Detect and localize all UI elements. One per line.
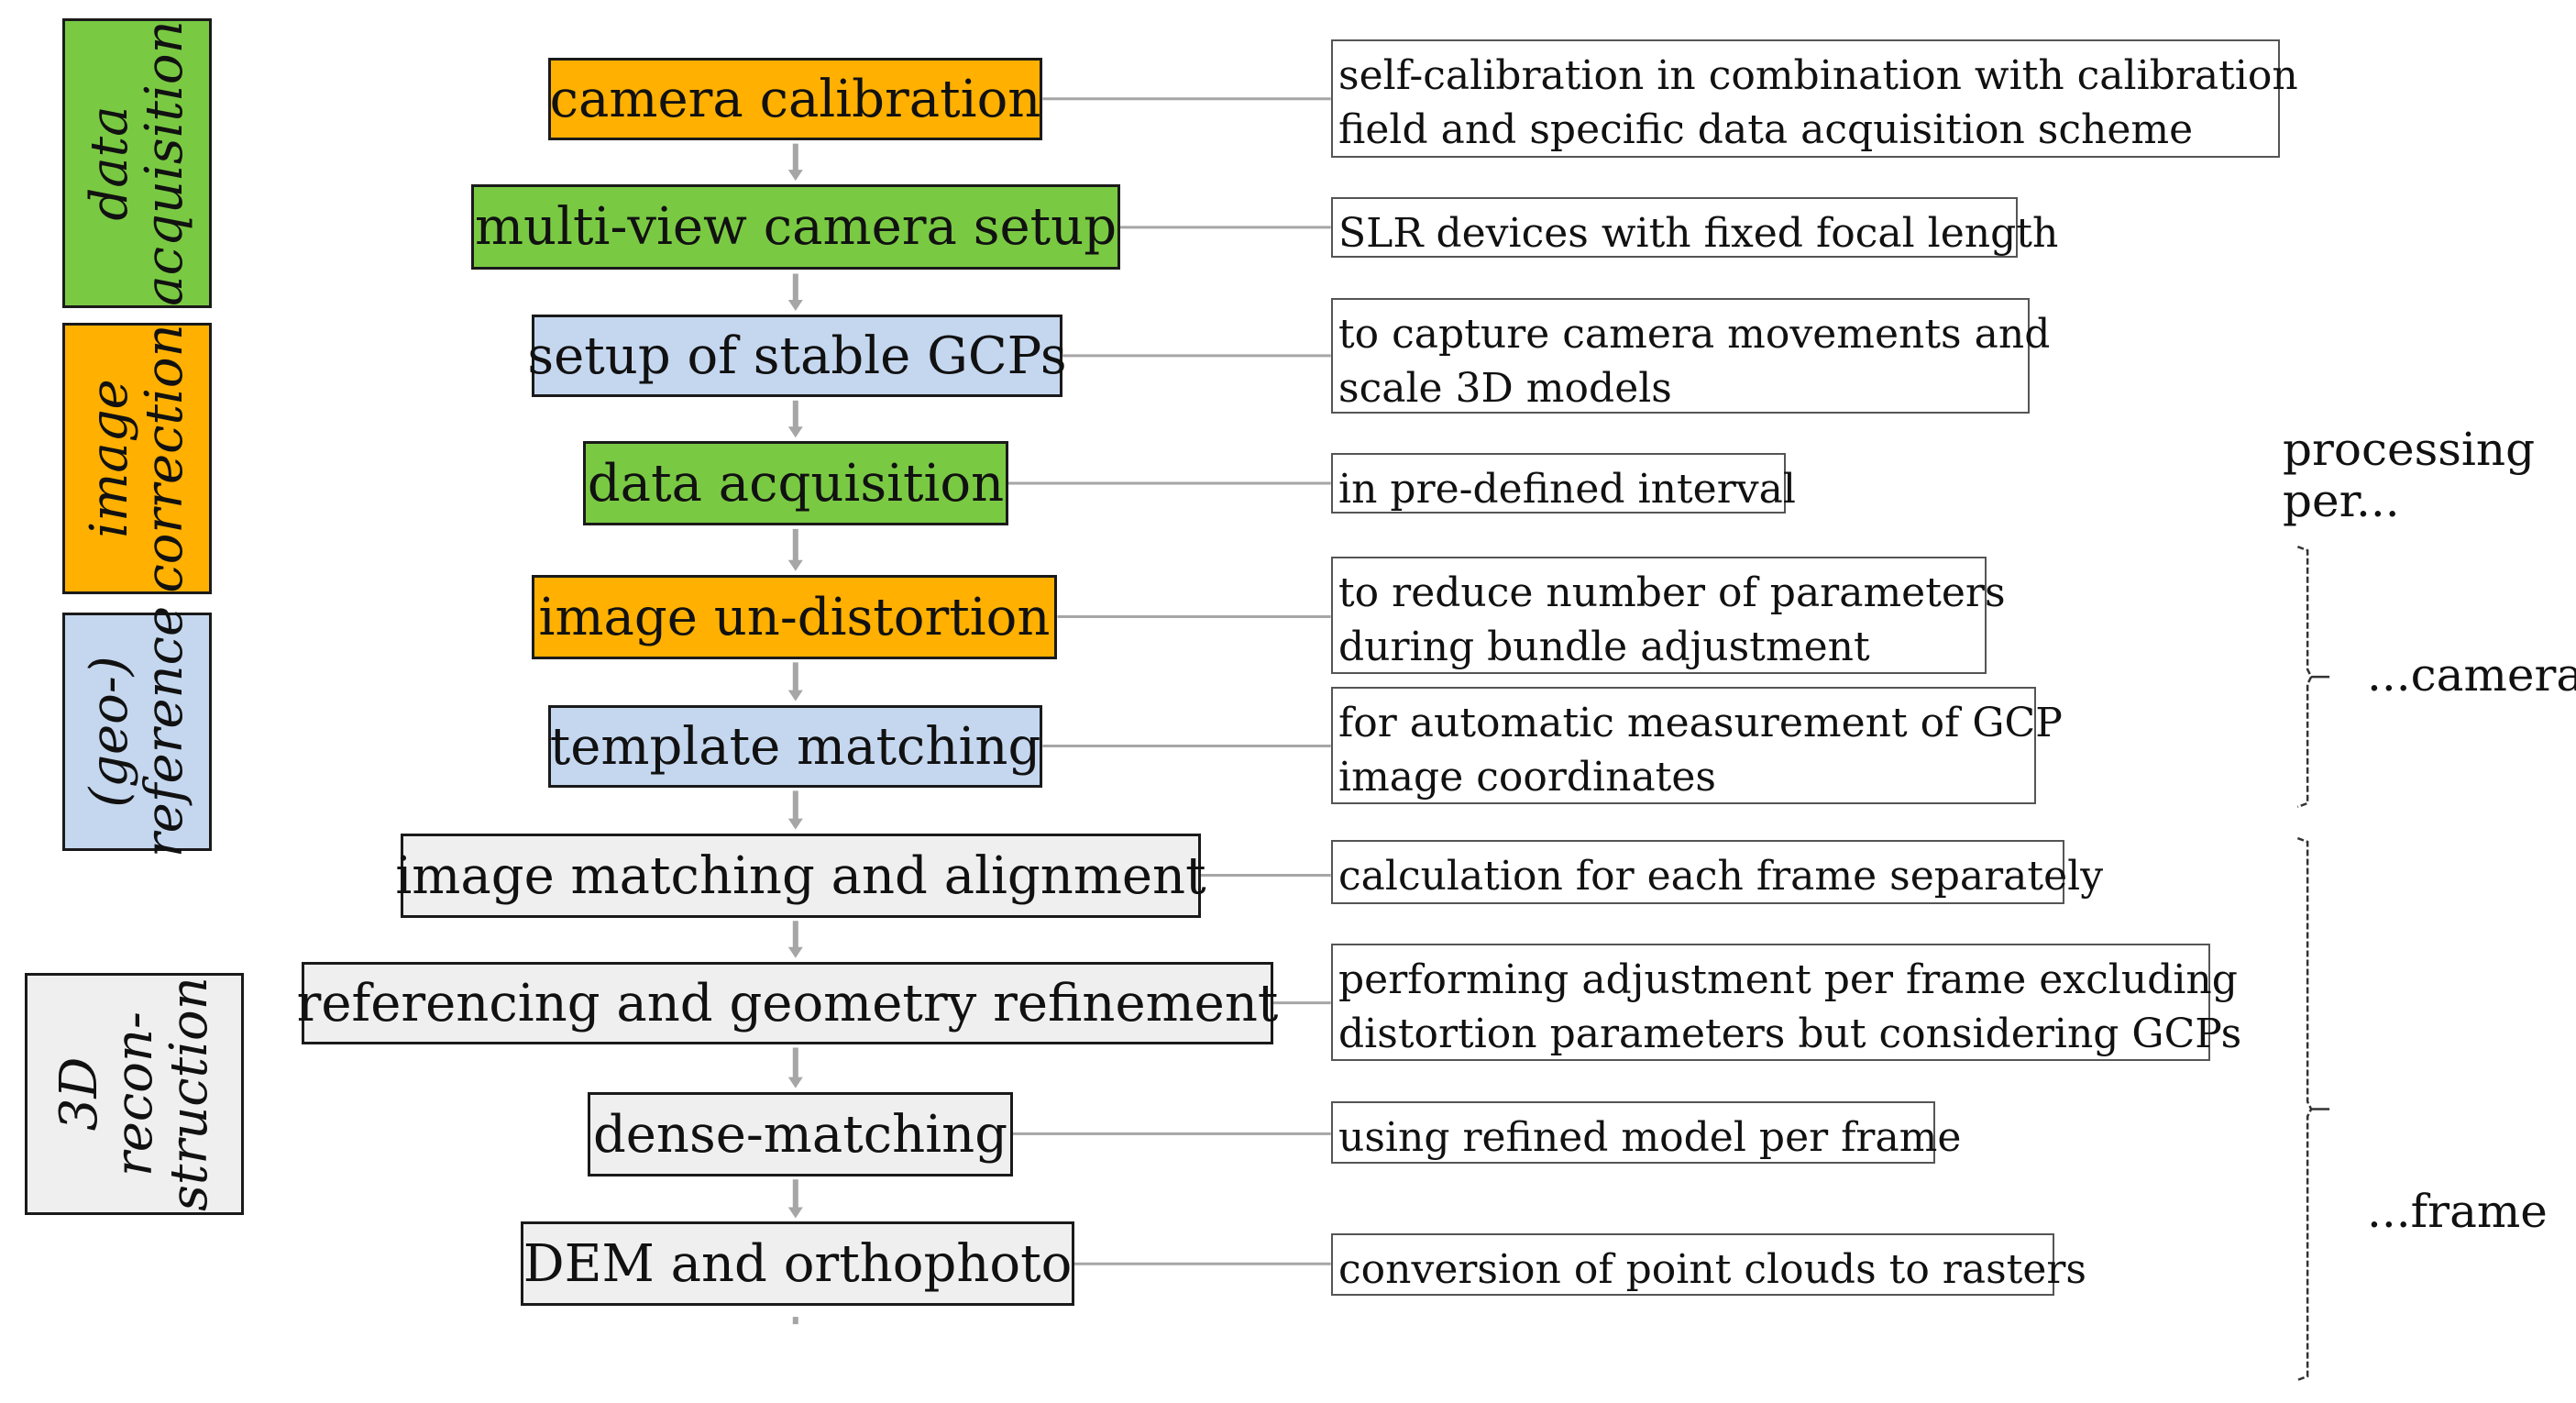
processing-frame-label: ...frame (2367, 1185, 2548, 1238)
note-referencing-and-geometry-refinement: performing adjustment per frame excludin… (1331, 944, 2242, 1061)
note-line: performing adjustment per frame excludin… (1338, 956, 2238, 1003)
phase-data-acquisition-text: data acquisition (79, 20, 194, 306)
down-arrow-head (787, 559, 803, 571)
phase-line: correction (134, 324, 194, 593)
step-data-acquisition: data acquisition (583, 441, 1008, 525)
step-image-un-distortion: image un-distortion (532, 575, 1057, 659)
down-arrow-head (787, 818, 803, 830)
phase-line: (geo-) (79, 656, 139, 808)
down-arrow-head (787, 299, 803, 311)
note-dense-matching: using refined model per frame (1331, 1101, 1962, 1164)
phase-3d-reconstruction: 3D recon- struction (25, 973, 244, 1215)
phase-line: acquisition (134, 20, 194, 306)
note-dem-and-orthophoto: conversion of point clouds to rasters (1331, 1233, 2086, 1296)
down-arrow-head (787, 170, 803, 182)
processing-heading-line: per... (2283, 474, 2400, 527)
step-dem-and-orthophoto: DEM and orthophoto (521, 1221, 1074, 1306)
note-line: image coordinates (1338, 754, 1716, 801)
down-arrow-head (787, 946, 803, 958)
processing-heading: processing per... (2283, 424, 2562, 526)
phase-line: recon- (104, 1011, 164, 1177)
phase-data-acquisition: data acquisition (62, 18, 212, 308)
down-arrow-head (787, 690, 803, 702)
note-line: distortion parameters but considering GC… (1338, 1011, 2242, 1057)
note-camera-calibration: self-calibration in combination with cal… (1331, 39, 2298, 158)
note-line: field and specific data acquisition sche… (1338, 106, 2194, 153)
step-referencing-and-geometry-refinement: referencing and geometry refinement (297, 962, 1278, 1044)
phase-geo-reference-text: (geo-) reference (79, 605, 194, 858)
note-line: during bundle adjustment (1338, 624, 1870, 670)
note-image-un-distortion: to reduce number of parameters during bu… (1331, 557, 2006, 674)
note-data-acquisition: in pre-defined interval (1331, 453, 1796, 514)
processing-camera-label: ...camera (2367, 648, 2576, 702)
note-line: SLR devices with fixed focal length (1338, 210, 2059, 257)
step-dense-matching: dense-matching (588, 1092, 1013, 1177)
phase-line: image (79, 379, 139, 538)
down-arrow-head (787, 426, 803, 438)
down-arrow-head (787, 1207, 803, 1219)
step-template-matching: template matching (548, 705, 1042, 788)
phase-image-correction-text: image correction (79, 324, 194, 593)
down-arrow-head (787, 1077, 803, 1088)
note-image-matching-and-alignment: calculation for each frame separately (1331, 840, 2104, 904)
step-multi-view-camera-setup: multi-view camera setup (471, 184, 1120, 270)
phase-line: 3D (49, 1056, 109, 1132)
note-line: for automatic measurement of GCP (1338, 700, 2063, 746)
phase-line: data (79, 105, 139, 221)
note-line: scale 3D models (1338, 365, 1672, 412)
step-image-matching-and-alignment: image matching and alignment (395, 834, 1206, 918)
phase-geo-reference: (geo-) reference (62, 606, 212, 857)
note-line: calculation for each frame separately (1338, 853, 2104, 900)
note-setup-of-stable-gcps: to capture camera movements and scale 3D… (1331, 298, 2051, 414)
note-line: using refined model per frame (1338, 1114, 1962, 1161)
brace-frame (2296, 836, 2313, 1382)
phase-3d-reconstruction-text: 3D recon- struction (49, 977, 219, 1211)
brace-camera (2296, 546, 2313, 809)
phase-line: struction (159, 977, 219, 1211)
step-setup-of-stable-gcps: setup of stable GCPs (527, 315, 1067, 397)
note-line: self-calibration in combination with cal… (1338, 52, 2298, 99)
phase-image-correction: image correction (62, 323, 212, 594)
note-multi-view-camera-setup: SLR devices with fixed focal length (1331, 197, 2059, 258)
step-camera-calibration: camera calibration (548, 58, 1042, 140)
phase-line: reference (134, 605, 194, 858)
note-line: to reduce number of parameters (1338, 569, 2006, 616)
note-line: conversion of point clouds to rasters (1338, 1246, 2086, 1293)
note-line: in pre-defined interval (1338, 466, 1796, 513)
note-line: to capture camera movements and (1338, 311, 2051, 358)
processing-heading-line: processing (2283, 423, 2536, 476)
note-template-matching: for automatic measurement of GCP image c… (1331, 687, 2063, 804)
